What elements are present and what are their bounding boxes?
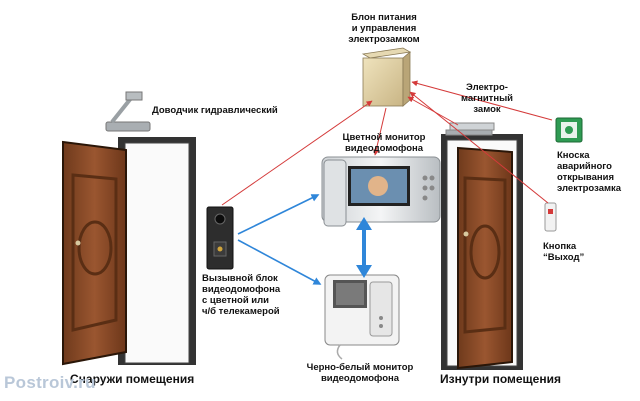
label-electromagnetic-lock: Электро- магнитный замок xyxy=(460,82,514,115)
emergency-release-box xyxy=(555,117,583,143)
exit-button-device xyxy=(544,202,557,232)
label-power-supply: Блон питания и управления электрозамком xyxy=(348,12,420,45)
color-monitor xyxy=(321,156,441,227)
label-outside: Снаружи помещения xyxy=(70,372,195,386)
monitor-link-arrow xyxy=(356,217,372,278)
power-lines xyxy=(221,80,553,206)
label-color-monitor: Цветной монитор видеодомофона xyxy=(342,132,426,154)
label-exit-button: Кнопка “Выход” xyxy=(543,241,585,263)
door-closer xyxy=(105,91,151,132)
power-supply-box xyxy=(361,47,412,107)
bw-monitor xyxy=(324,274,400,360)
label-call-panel: Вызывной блок видеодомофона с цветной ил… xyxy=(202,273,281,317)
label-inside: Изнутри помещения xyxy=(440,372,561,386)
inside-door xyxy=(441,134,523,370)
label-emergency-release: Кноска аварийного открывания электрозамк… xyxy=(557,150,622,194)
watermark: Postroiv.ru xyxy=(4,373,96,392)
electromagnetic-lock xyxy=(445,122,495,136)
label-bw-monitor: Черно-белый монитор видеодомофона xyxy=(306,362,414,384)
outside-door xyxy=(62,137,196,366)
call-panel xyxy=(206,206,234,270)
video-lines xyxy=(237,194,322,285)
label-door-closer: Доводчик гидравлический xyxy=(152,105,278,116)
